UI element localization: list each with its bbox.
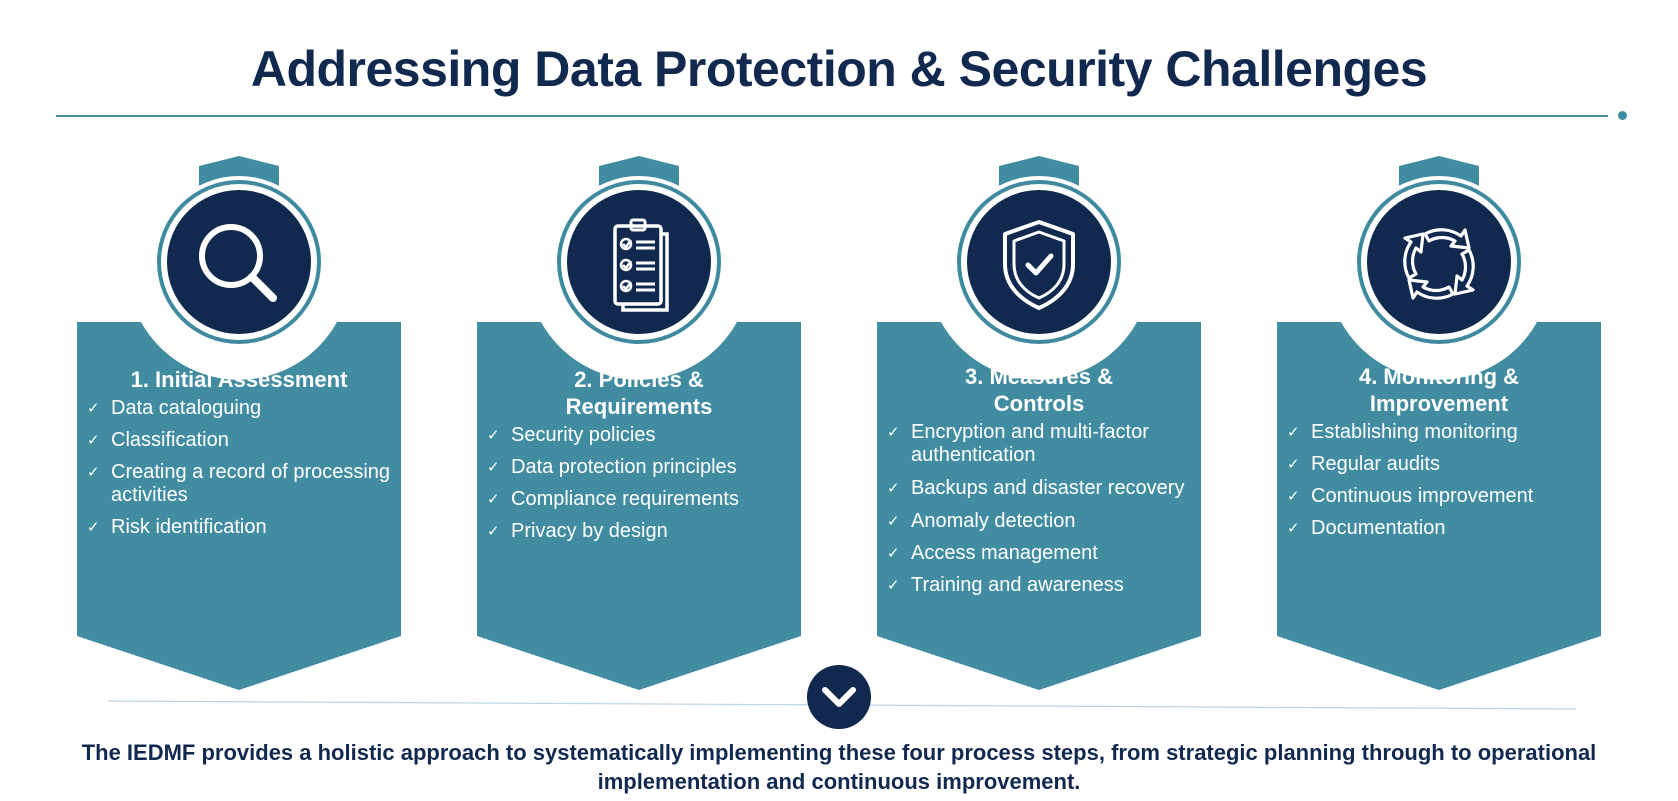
checklist-icon bbox=[613, 218, 669, 312]
list-item-label: Documentation bbox=[1311, 517, 1446, 539]
step-list: ✓ Data cataloguing ✓ Classification ✓ Creat… bbox=[77, 397, 401, 539]
footer-summary: The IEDMF provides a holistic approach t… bbox=[81, 740, 1597, 794]
check-icon: ✓ bbox=[887, 424, 900, 441]
list-item: ✓ Security policies bbox=[487, 424, 793, 447]
list-item: ✓ Anomaly detection bbox=[887, 510, 1193, 533]
list-item-label: Anomaly detection bbox=[911, 510, 1076, 532]
list-item-label: Continuous improvement bbox=[1311, 485, 1534, 507]
list-item-label: Access management bbox=[911, 542, 1098, 564]
step-card-2: 2. Policies & Requirements ✓ Security pol… bbox=[477, 156, 801, 690]
list-item: ✓ Access management bbox=[887, 542, 1193, 565]
check-icon: ✓ bbox=[487, 427, 500, 444]
check-icon: ✓ bbox=[887, 513, 900, 530]
list-item: ✓ Backups and disaster recovery bbox=[887, 477, 1193, 500]
list-item-label: Creating a record of processing activiti… bbox=[111, 461, 391, 506]
list-item: ✓ Classification bbox=[87, 429, 393, 452]
list-item-label: Security policies bbox=[511, 424, 656, 446]
magnifier-icon bbox=[199, 224, 277, 302]
check-icon: ✓ bbox=[87, 519, 100, 536]
list-item: ✓ Documentation bbox=[1287, 517, 1593, 540]
list-item-label: Training and awareness bbox=[911, 574, 1124, 596]
list-item: ✓ Privacy by design bbox=[487, 520, 793, 543]
step-list: ✓ Establishing monitoring ✓ Regular audits… bbox=[1277, 421, 1601, 540]
check-icon: ✓ bbox=[887, 545, 900, 562]
step-heading: 2. Policies & Requirements bbox=[565, 367, 713, 419]
list-item: ✓ Data protection principles bbox=[487, 456, 793, 479]
check-icon: ✓ bbox=[87, 400, 100, 417]
list-item: ✓ Compliance requirements bbox=[487, 488, 793, 511]
check-icon: ✓ bbox=[87, 464, 100, 481]
step-card-1: 1. Initial Assessment ✓ Data cataloguing … bbox=[77, 156, 401, 690]
list-item: ✓ Data cataloguing bbox=[87, 397, 393, 420]
check-icon: ✓ bbox=[887, 577, 900, 594]
step-card-shape bbox=[1277, 156, 1601, 690]
check-icon: ✓ bbox=[487, 523, 500, 540]
list-item: ✓ Continuous improvement bbox=[1287, 485, 1593, 508]
list-item-label: Risk identification bbox=[111, 516, 267, 538]
list-item-label: Data cataloguing bbox=[111, 397, 262, 419]
check-icon: ✓ bbox=[87, 432, 100, 449]
list-item: ✓ Training and awareness bbox=[887, 574, 1193, 597]
list-item-label: Privacy by design bbox=[511, 520, 668, 542]
page-title: Addressing Data Protection & Security Ch… bbox=[250, 41, 1428, 97]
step-heading: 1. Initial Assessment bbox=[130, 367, 348, 392]
check-icon: ✓ bbox=[1287, 424, 1300, 441]
shield-check-icon bbox=[1003, 220, 1075, 310]
title-divider bbox=[56, 115, 1608, 117]
title-divider-dot bbox=[1618, 111, 1627, 120]
check-icon: ✓ bbox=[1287, 456, 1300, 473]
step-heading: 3. Measures & Controls bbox=[965, 364, 1113, 416]
list-item-label: Encryption and multi-factor authenticati… bbox=[911, 421, 1149, 466]
step-heading: 4. Monitoring & Improvement bbox=[1358, 364, 1520, 416]
step-list: ✓ Encryption and multi-factor authenticat… bbox=[877, 421, 1201, 597]
check-icon: ✓ bbox=[887, 480, 900, 497]
list-item-label: Compliance requirements bbox=[511, 488, 739, 510]
list-item-label: Data protection principles bbox=[511, 456, 737, 478]
list-item-label: Backups and disaster recovery bbox=[911, 477, 1185, 499]
check-icon: ✓ bbox=[487, 459, 500, 476]
chevron-down-button[interactable] bbox=[807, 665, 871, 729]
list-item: ✓ Creating a record of processing activit… bbox=[87, 461, 393, 507]
list-item: ✓ Establishing monitoring bbox=[1287, 421, 1593, 444]
list-item-label: Establishing monitoring bbox=[1311, 421, 1518, 443]
list-item-label: Regular audits bbox=[1311, 453, 1440, 475]
list-item: ✓ Risk identification bbox=[87, 516, 393, 539]
chevron-down-icon bbox=[822, 687, 856, 707]
check-icon: ✓ bbox=[487, 491, 500, 508]
list-item: ✓ Encryption and multi-factor authenticat… bbox=[887, 421, 1193, 467]
check-icon: ✓ bbox=[1287, 520, 1300, 537]
check-icon: ✓ bbox=[1287, 488, 1300, 505]
cycle-arrows-icon bbox=[1403, 228, 1475, 300]
step-card-3: 3. Measures & Controls ✓ Encryption and m… bbox=[877, 156, 1201, 690]
list-item-label: Classification bbox=[111, 429, 229, 451]
list-item: ✓ Regular audits bbox=[1287, 453, 1593, 476]
step-card-4: 4. Monitoring & Improvement ✓ Establishin… bbox=[1277, 156, 1601, 690]
step-list: ✓ Security policies ✓ Data protection prin… bbox=[477, 424, 801, 543]
step-card-shape bbox=[877, 156, 1201, 690]
